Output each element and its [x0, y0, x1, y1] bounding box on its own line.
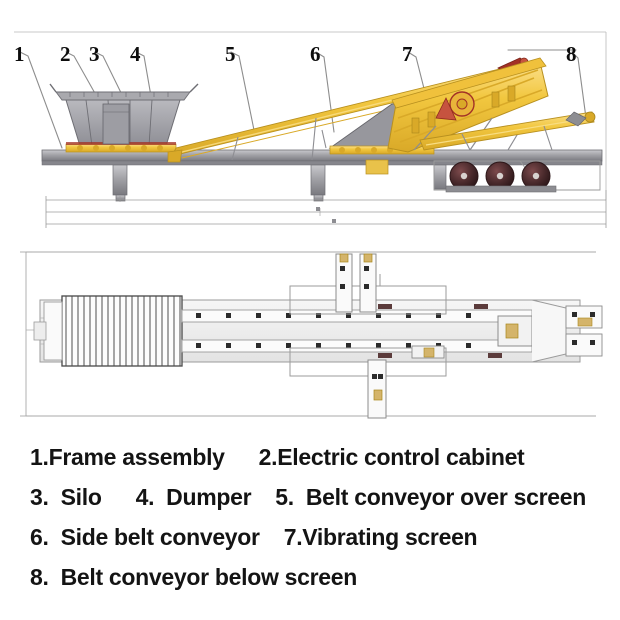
callout-number-8: 8 [566, 42, 577, 66]
callout-number-2: 2 [60, 42, 71, 66]
callout-number-3: 3 [89, 42, 100, 66]
legend-item-6-label: Side belt conveyor [60, 523, 260, 550]
legend-item-8-number: 8. [30, 563, 49, 590]
elevation-view [0, 0, 620, 240]
legend-item-1-number: 1. [30, 443, 49, 470]
leader-3 [94, 51, 128, 106]
plan-dimension-box [20, 251, 596, 417]
callout-number-5: 5 [225, 42, 236, 66]
parts-legend: 1. Frame assembly 2. Electric control ca… [0, 438, 620, 620]
plan-conveyor-rails [181, 309, 533, 353]
legend-row-3: 6. Side belt conveyor 7. Vibrating scree… [0, 518, 620, 556]
plan-drive-units [378, 304, 533, 359]
legend-item-8-label: Belt conveyor below screen [60, 563, 358, 590]
legend-item-3-label: Silo [60, 483, 102, 510]
drawing-frame [14, 31, 607, 200]
leader-6 [315, 51, 335, 133]
dimension-tick-marks [316, 207, 336, 223]
callout-number-6: 6 [310, 42, 321, 66]
plan-view [0, 240, 620, 435]
legend-row-1: 1. Frame assembly 2. Electric control ca… [0, 438, 620, 476]
legend-item-7-number: 7. [283, 523, 303, 550]
callout-number-4: 4 [130, 42, 141, 66]
elevation-drawing [14, 31, 607, 228]
electric-control-cabinet [102, 103, 130, 145]
belt-conveyor-below-screen [419, 111, 596, 151]
leader-4 [135, 51, 153, 103]
plan-drawing [20, 251, 603, 419]
legend-item-4-label: Dumper [166, 483, 252, 510]
legend-item-5-label: Belt conveyor over screen [305, 483, 587, 510]
callout-number-7: 7 [402, 42, 413, 66]
callout-leader-lines [19, 49, 587, 149]
legend-item-2-number: 2. [258, 443, 278, 470]
elevation-dimension-lines [45, 190, 607, 228]
leader-8 [571, 51, 587, 119]
callout-number-1: 1 [14, 42, 25, 66]
frame-assembly [41, 149, 603, 202]
legend-item-3-number: 3. [30, 483, 49, 510]
leader-5 [230, 51, 256, 136]
legend-item-4-number: 4. [135, 483, 155, 510]
vibrating-screen [387, 57, 549, 153]
leader-1 [19, 51, 63, 149]
trailer-wheels [445, 161, 557, 193]
plan-rear-axles [531, 299, 603, 363]
legend-item-6-number: 6. [30, 523, 49, 550]
legend-row-2: 3. Silo 4. Dumper 5. Belt conveyor over … [0, 478, 620, 516]
legend-item-5-number: 5. [275, 483, 294, 510]
legend-item-1-label: Frame assembly [48, 443, 225, 470]
dumper-grate [69, 92, 169, 97]
plan-support-towers [335, 253, 387, 419]
legend-item-2-label: Electric control cabinet [277, 443, 525, 470]
legend-item-7-label: Vibrating screen [302, 523, 478, 550]
plan-silo-grate [33, 295, 183, 367]
legend-row-4: 8. Belt conveyor below screen [0, 558, 620, 596]
